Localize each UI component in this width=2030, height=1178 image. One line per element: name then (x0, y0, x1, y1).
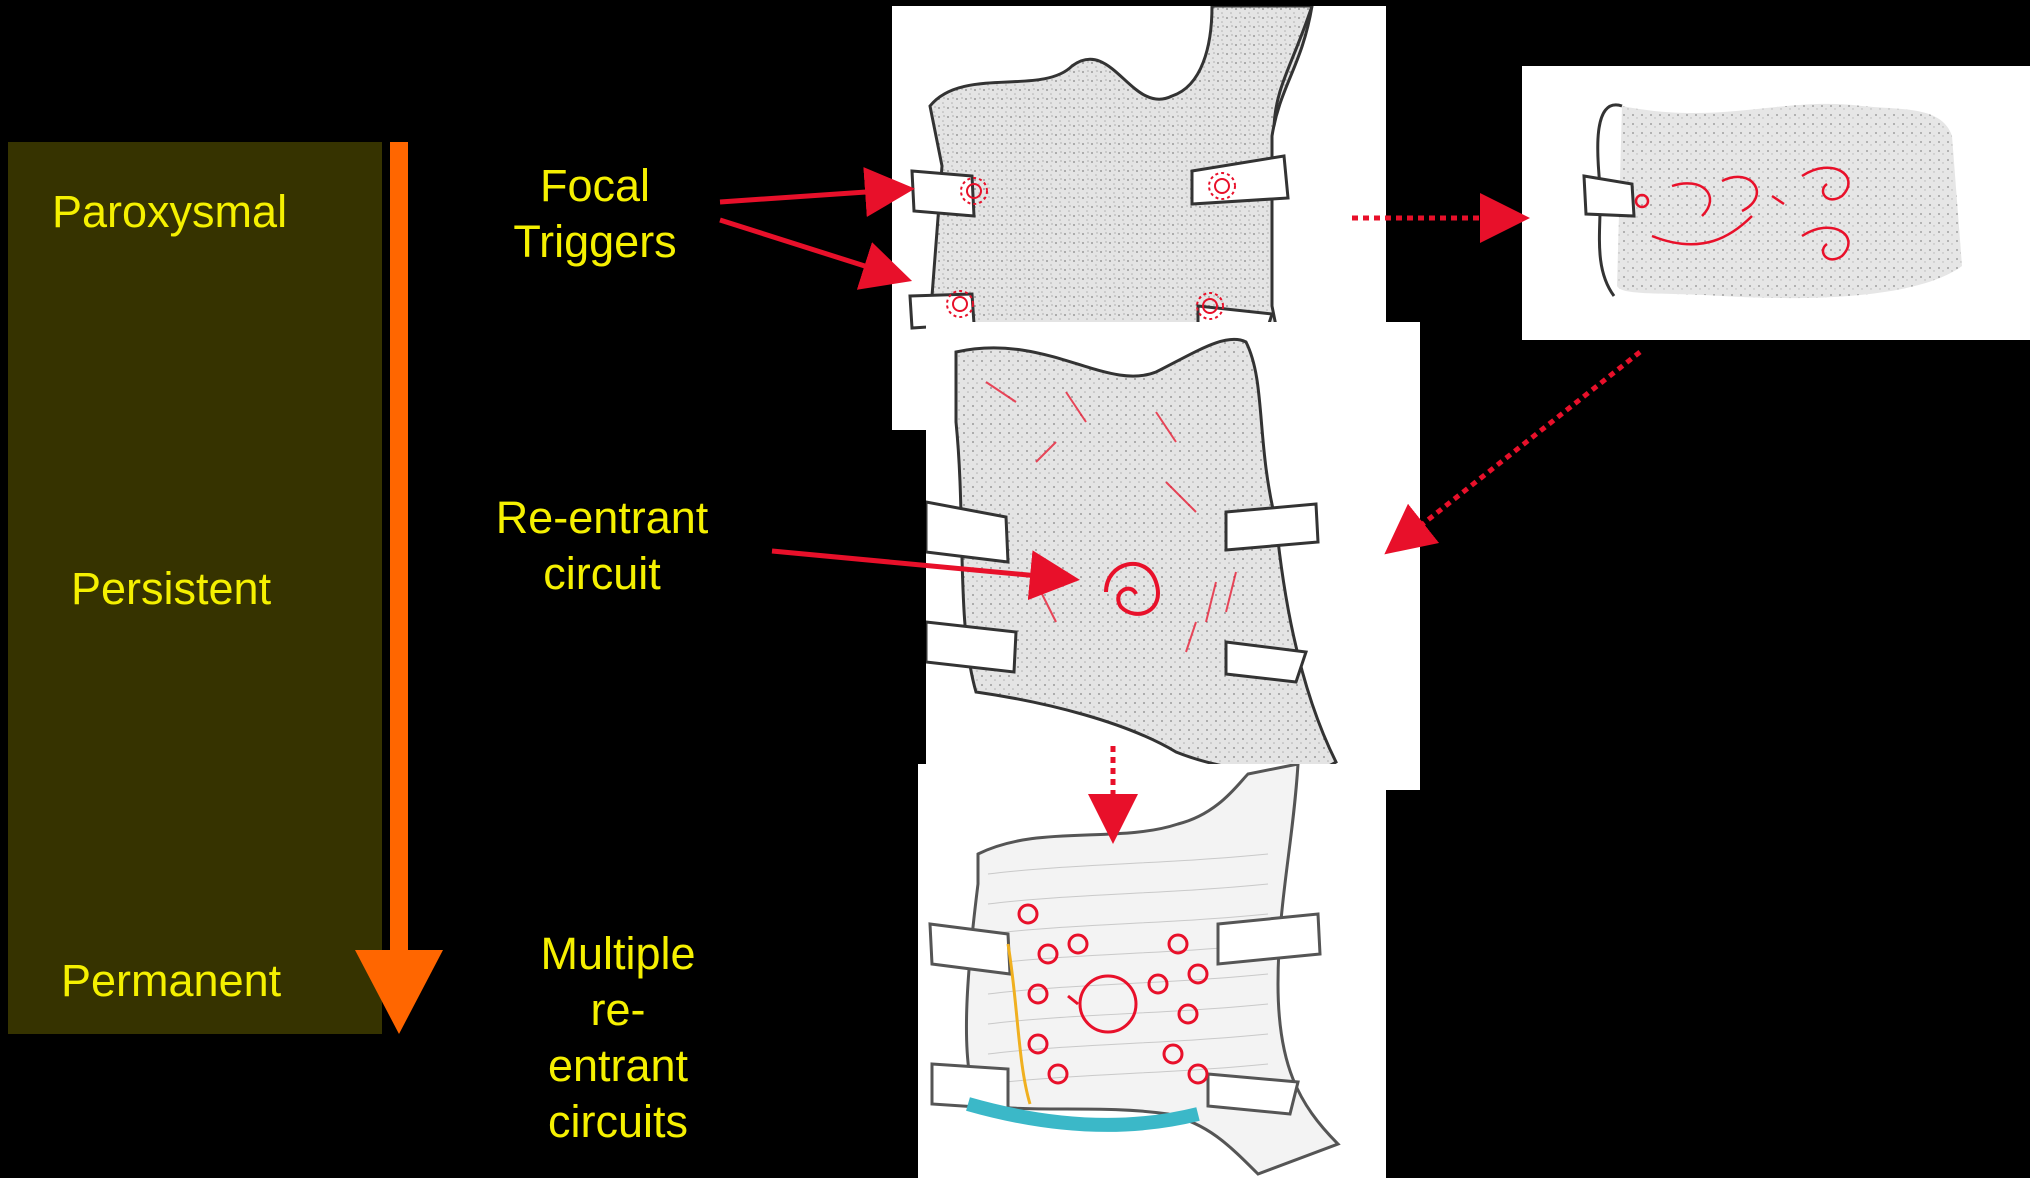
atrium-illustration-reentrant (926, 322, 1420, 790)
multiple-line3: circuits (478, 1094, 758, 1150)
multiple-line1: Multiple re- (478, 926, 758, 1038)
reentrant-line2: circuit (482, 546, 722, 602)
focal-line2: Triggers (485, 214, 705, 270)
atrium-illustration-initiation (1522, 66, 2030, 340)
atrium-panel-multiple (918, 764, 1386, 1178)
reentrant-circuit-label: Re-entrant circuit (482, 490, 722, 602)
multiple-reentrant-label: Multiple re- entrant circuits (478, 926, 758, 1150)
stage-label-persistent: Persistent (71, 563, 271, 615)
atrium-panel-reentrant (926, 322, 1420, 790)
atrium-panel-initiation (1522, 66, 2030, 340)
multiple-line2: entrant (478, 1038, 758, 1094)
stage-label-paroxysmal: Paroxysmal (52, 186, 287, 238)
focal-triggers-label: Focal Triggers (485, 158, 705, 270)
focal-line1: Focal (485, 158, 705, 214)
stage-label-permanent: Permanent (61, 955, 281, 1007)
reentrant-line1: Re-entrant (482, 490, 722, 546)
atrium-illustration-multiple (918, 764, 1386, 1178)
